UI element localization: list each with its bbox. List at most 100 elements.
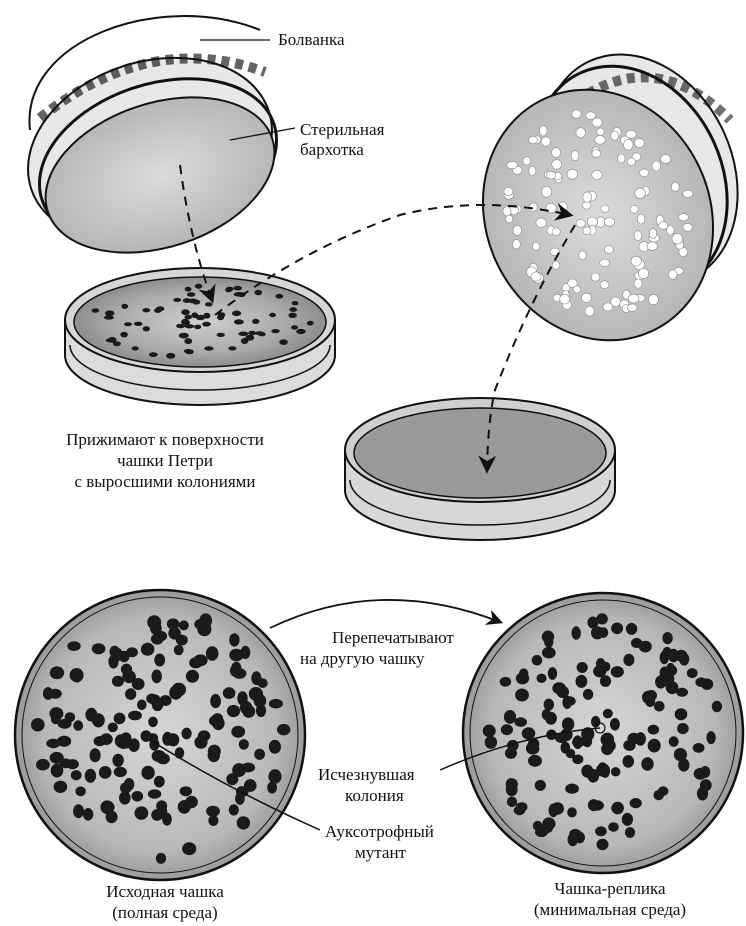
source-colony [126,647,138,657]
source-colony [137,700,147,711]
replica-colony [501,724,513,735]
dish-colony [255,331,264,335]
velvet-colony [533,242,540,250]
source-colony [148,717,158,728]
velvet-colony [604,218,614,227]
dish-colony [92,308,99,313]
source-colony [67,641,80,651]
dish-colony [184,338,192,344]
replica-colony [631,638,642,648]
replica-colony [599,627,609,638]
source-colony [237,816,250,829]
velvet-colony [679,214,689,221]
label-stamp: Болванка [278,30,345,50]
replica-colony [626,623,637,635]
dish-colony [142,308,150,312]
replica-colony [697,787,708,801]
dish-colony [181,309,190,315]
source-colony [112,754,123,767]
dish-colony [124,322,132,326]
source-colony [122,670,136,683]
replica-colony [622,813,633,826]
dish-colony [232,311,241,317]
velvet-colony [513,240,521,249]
source-colony [208,748,220,762]
replica-plate [463,593,743,873]
dish-colony [291,325,298,329]
replica-colony [595,826,607,836]
velvet-colony [531,272,541,281]
replica-colony [567,807,577,817]
source-colony [268,769,281,783]
velvet-colony [586,112,596,120]
source-colony [111,648,123,661]
dish-colony [217,333,225,337]
dish-colony [185,287,192,292]
velvet-colony [658,222,668,230]
velvet-colony [611,131,619,140]
source-colony [114,713,126,725]
source-colony [159,695,171,706]
source-colony [154,776,165,788]
velvet-colony [504,188,513,196]
source-plate [15,590,305,880]
source-colony [189,657,202,668]
velvet-colony [585,306,594,316]
dish-colony [202,322,211,327]
velvet-colony [628,304,638,311]
source-colony [106,811,118,823]
replica-colony [565,784,579,794]
arrow-replicate [270,600,500,628]
source-colony [229,649,243,662]
dish-colony [108,337,117,343]
label-replica-line1: Чашка-реплика [500,879,720,899]
source-colony [185,796,198,808]
dish-colony [156,306,165,311]
replica-colony [533,821,543,831]
source-colony [141,643,155,656]
source-colony [83,808,93,821]
replica-colony [515,689,529,702]
velvet-colony [630,205,638,213]
source-colony [132,791,144,802]
source-colony [49,707,63,720]
dish-colony [185,324,195,328]
dish-colony [143,326,150,331]
source-colony [50,666,64,679]
replica-colony [658,786,668,796]
source-colony [112,676,124,687]
velvet-colony [635,138,645,147]
dish-colony [234,319,244,324]
source-colony [179,620,189,630]
petri-dish-source-side [65,268,335,405]
replica-colony [537,674,547,683]
velvet-colony [576,220,585,228]
dish-colony [292,301,299,305]
source-colony [148,789,161,799]
replica-colony [552,682,566,694]
source-colony [210,694,221,708]
replica-colony [591,800,604,810]
velvet-colony [604,246,613,254]
replica-colony [611,802,624,815]
velvet-colony [627,158,635,166]
source-colony [125,688,136,700]
dish-colony [192,300,200,305]
label-press-line1: Прижимают к поверхности [30,430,300,450]
dish-colony [289,307,297,312]
source-colony [99,766,112,779]
source-colony [85,708,97,722]
dish-colony [234,286,242,291]
source-colony [212,716,224,730]
source-colony [239,739,249,750]
source-colony [31,718,45,731]
dish-colony [252,319,259,324]
dish-colony [296,329,305,334]
dish-colony [149,352,158,357]
source-colony [154,654,165,667]
velvet-colony [503,207,511,216]
velvet-colony [536,218,546,227]
replica-colony [593,665,606,677]
velvet-colony [637,214,644,224]
replica-colony [678,758,689,771]
